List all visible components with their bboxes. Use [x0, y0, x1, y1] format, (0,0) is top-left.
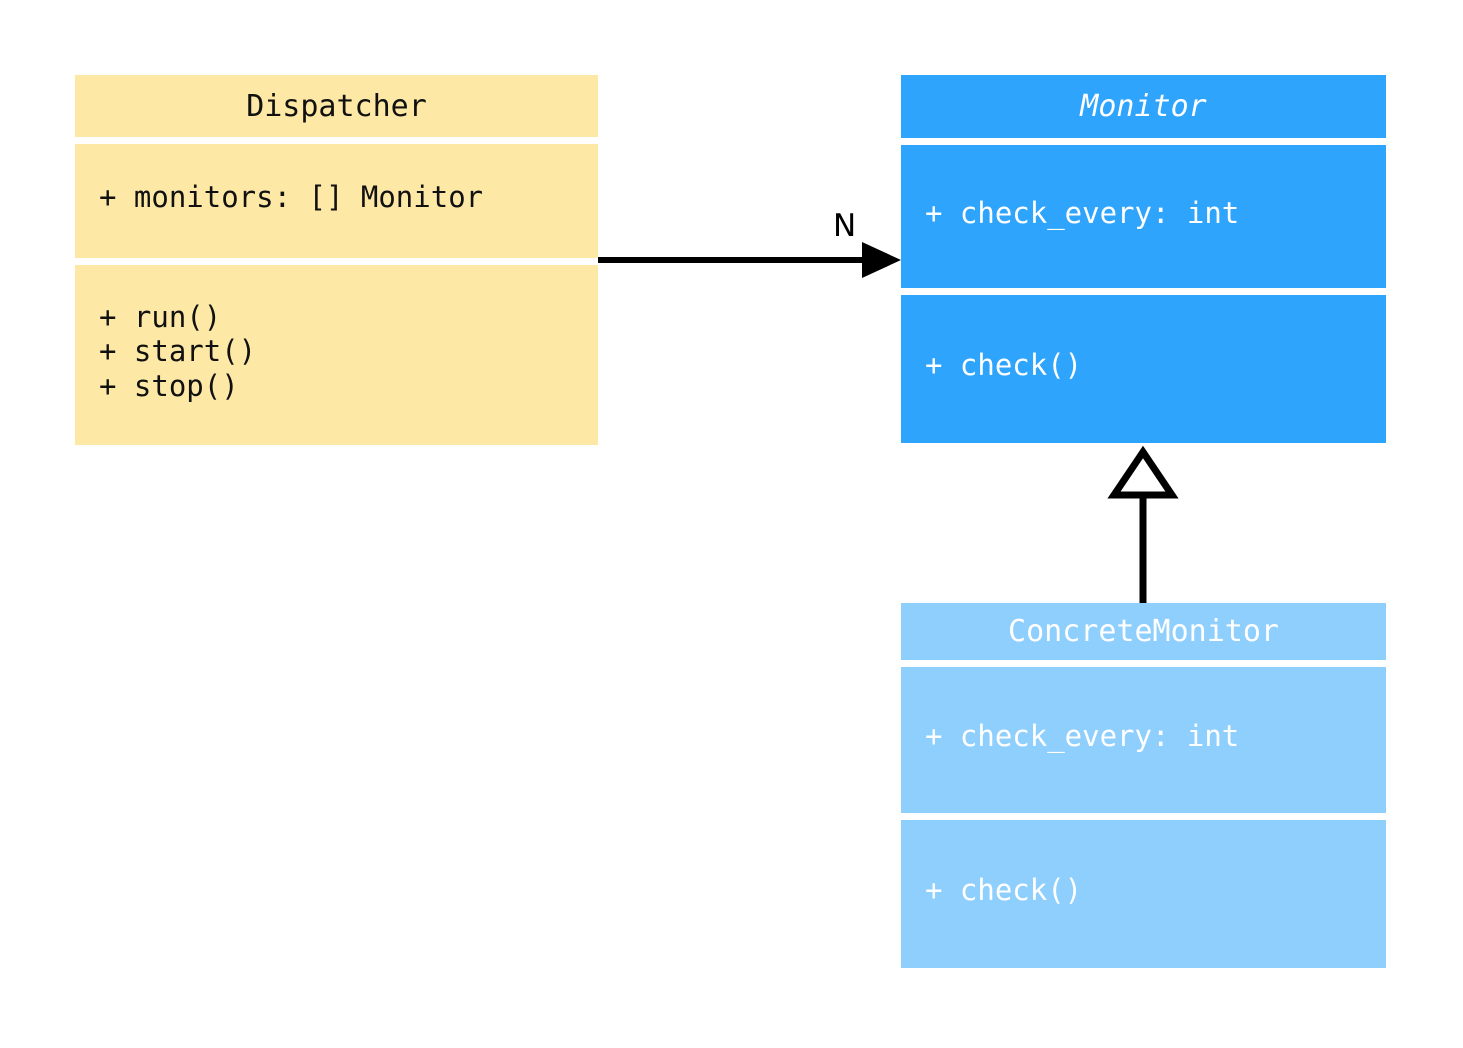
uml-class-monitor[interactable]: Monitor + check_every: int + check() — [901, 75, 1386, 443]
method-check: + check() — [925, 348, 1083, 383]
attributes-compartment-dispatcher: + monitors: [] Monitor — [75, 137, 598, 258]
attribute-check-every: + check_every: int — [925, 719, 1240, 754]
class-title-monitor: Monitor — [1080, 89, 1207, 124]
compartment-divider — [75, 258, 598, 265]
compartment-divider — [901, 660, 1386, 667]
attributes-compartment-monitor: + check_every: int — [901, 138, 1386, 288]
association-dispatcher-to-monitor — [598, 242, 901, 278]
compartment-divider — [901, 138, 1386, 145]
compartment-divider — [75, 137, 598, 144]
method-run: + run() — [99, 300, 222, 335]
methods-compartment-monitor: + check() — [901, 288, 1386, 443]
uml-class-concrete-monitor[interactable]: ConcreteMonitor + check_every: int + che… — [901, 603, 1386, 968]
generalization-hollow-triangle-icon — [1107, 445, 1179, 499]
method-check: + check() — [925, 873, 1083, 908]
compartment-divider — [901, 813, 1386, 820]
compartment-divider — [901, 288, 1386, 295]
attribute-check-every: + check_every: int — [925, 195, 1240, 230]
method-start: + start() — [99, 334, 257, 369]
generalization-concrete-monitor-to-monitor — [1107, 445, 1179, 603]
class-title-dispatcher: Dispatcher — [246, 88, 427, 124]
methods-compartment-dispatcher: + run() + start() + stop() — [75, 258, 598, 445]
uml-class-dispatcher[interactable]: Dispatcher + monitors: [] Monitor + run(… — [75, 75, 598, 445]
class-title-concrete-monitor: ConcreteMonitor — [1008, 614, 1279, 649]
methods-compartment-concrete-monitor: + check() — [901, 813, 1386, 968]
attributes-compartment-concrete-monitor: + check_every: int — [901, 660, 1386, 813]
attribute-monitors: + monitors: [] Monitor — [99, 180, 484, 215]
method-stop: + stop() — [99, 368, 239, 403]
association-arrowhead-icon — [862, 242, 901, 278]
association-multiplicity-label: N — [833, 208, 857, 244]
